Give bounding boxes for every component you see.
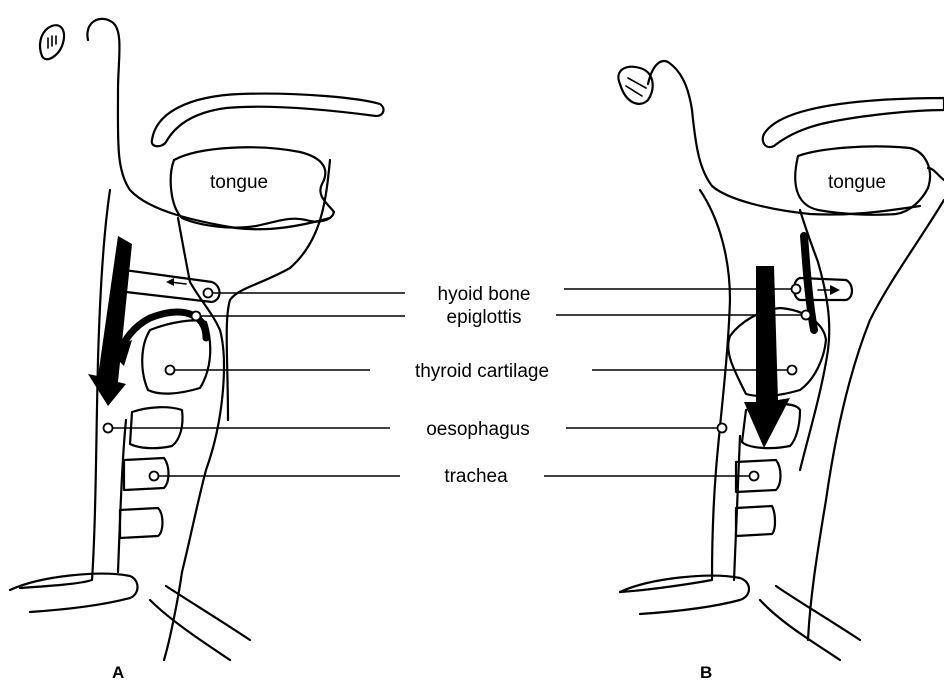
panel-b-oesophagus-dot bbox=[718, 424, 727, 433]
panel-a-clavicle bbox=[150, 586, 250, 660]
panel-b-hyoid-dot bbox=[792, 285, 801, 294]
panel-a-trachea-ring-2 bbox=[124, 458, 169, 490]
panel-a-shoulder bbox=[10, 574, 138, 612]
panel-b-spine-front bbox=[808, 200, 944, 640]
panel-a-palate bbox=[152, 94, 384, 147]
panel-a-tongue-label: tongue bbox=[210, 172, 268, 193]
panel-b-head-outline bbox=[618, 67, 652, 104]
panel-a-trachea-dot bbox=[150, 472, 159, 481]
thyroid-cartilage-label: thyroid cartilage bbox=[415, 361, 549, 382]
panel-b-palate bbox=[763, 98, 944, 147]
panel-b-thyroid-dot bbox=[788, 366, 797, 375]
panel-b-tongue-label: tongue bbox=[828, 172, 886, 193]
panel-a-oesophagus-dot bbox=[104, 424, 113, 433]
hyoid-bone-label: hyoid bone bbox=[438, 284, 531, 305]
oesophagus-label: oesophagus bbox=[426, 419, 530, 440]
panel-b-ear-mark bbox=[626, 78, 646, 96]
panel-a-oesophagus-front bbox=[118, 420, 126, 572]
panel-a-hyoid-arrowhead bbox=[166, 278, 174, 286]
panel-b-bolus-arrow bbox=[744, 266, 790, 448]
panel-a-thyroid-dot bbox=[166, 366, 175, 375]
panel-a-bolus-arrow bbox=[88, 236, 132, 406]
panel-b-trachea-ring-3 bbox=[736, 506, 775, 536]
epiglottis-label: epiglottis bbox=[447, 307, 522, 328]
panel-b: tongue B bbox=[544, 61, 944, 682]
panel-a: tongue A bbox=[10, 19, 405, 682]
panel-a-ear-mark bbox=[48, 36, 56, 48]
panel-b-shoulder bbox=[620, 576, 749, 614]
structure-labels: hyoid bone epiglottis thyroid cartilage … bbox=[415, 284, 549, 487]
panel-a-epiglottis-dot bbox=[192, 312, 201, 321]
panel-a-thyroid-cartilage bbox=[142, 320, 210, 393]
panel-b-hyoid-arrowhead bbox=[830, 285, 840, 295]
panel-a-back-neck bbox=[20, 190, 110, 588]
panel-b-back-neck bbox=[620, 190, 730, 592]
panel-b-label: B bbox=[700, 663, 712, 682]
panel-b-epiglottis-dot bbox=[802, 311, 811, 320]
trachea-label: trachea bbox=[444, 466, 508, 487]
panel-a-label: A bbox=[112, 663, 124, 682]
panel-a-nasal-outline bbox=[87, 19, 330, 229]
panel-a-hyoid-bone bbox=[120, 270, 220, 302]
panel-a-trachea-ring-3 bbox=[120, 508, 163, 538]
panel-b-trachea-dot bbox=[750, 472, 759, 481]
panel-a-hyoid-dot bbox=[204, 289, 213, 298]
panel-a-spine-front bbox=[227, 160, 330, 420]
